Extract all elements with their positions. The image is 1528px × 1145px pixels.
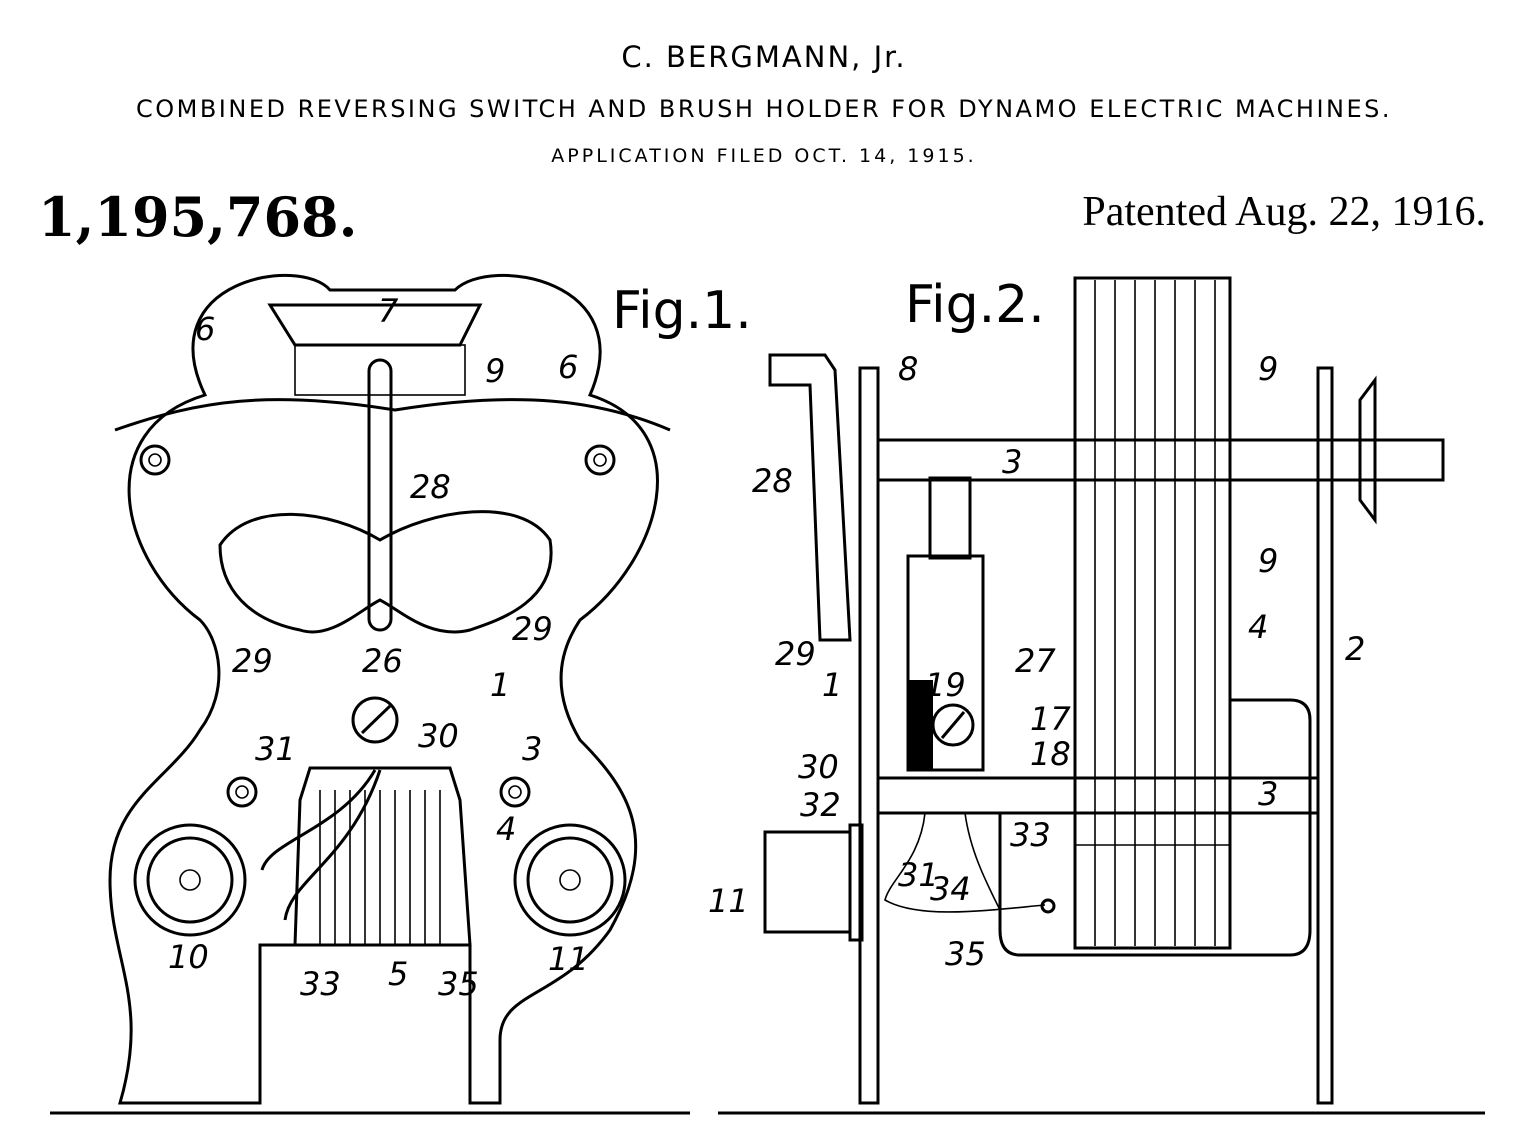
label-10: 10 — [168, 938, 209, 976]
label-27: 27 — [1015, 642, 1056, 680]
label-19: 19 — [925, 666, 966, 704]
label-8: 8 — [898, 350, 918, 388]
label-35: 35 — [945, 935, 986, 973]
label-26: 26 — [362, 642, 403, 680]
label-30: 30 — [418, 717, 459, 755]
filing-date: APPLICATION FILED OCT. 14, 1915. — [551, 145, 977, 167]
label-32: 32 — [800, 786, 841, 824]
fig2-drawing — [763, 276, 1445, 1105]
label-29: 29 — [512, 610, 553, 648]
fig1-drawing — [108, 273, 671, 1105]
label-31: 31 — [255, 730, 296, 768]
label-29: 29 — [775, 635, 816, 673]
label-4: 4 — [1248, 608, 1268, 646]
switch-handle — [768, 353, 852, 642]
label-29: 29 — [232, 642, 273, 680]
fig2-reference-labels: 8 9 3 28 9 4 2 29 27 1 19 17 30 18 32 3 … — [708, 350, 1365, 973]
label-1: 1 — [822, 666, 842, 704]
label-11: 11 — [548, 940, 589, 978]
label-6: 6 — [195, 310, 215, 348]
label-3: 3 — [1258, 775, 1278, 813]
label-18: 18 — [1030, 735, 1071, 773]
switch-lever — [367, 358, 393, 632]
patent-date: Patented Aug. 22, 1916. — [1082, 189, 1486, 235]
fig2-title: Fig.2. — [905, 275, 1045, 335]
label-17: 17 — [1030, 700, 1071, 738]
label-5: 5 — [388, 955, 408, 993]
label-9: 9 — [1258, 542, 1278, 580]
label-6: 6 — [558, 348, 578, 386]
inventor-name: C. BERGMANN, Jr. — [621, 40, 907, 74]
label-3: 3 — [1002, 443, 1022, 481]
shaft — [876, 438, 1445, 482]
label-11: 11 — [708, 882, 749, 920]
label-28: 28 — [410, 468, 451, 506]
label-1: 1 — [490, 666, 510, 704]
label-9: 9 — [485, 352, 505, 390]
patent-title: COMBINED REVERSING SWITCH AND BRUSH HOLD… — [135, 95, 1393, 123]
label-9: 9 — [1258, 350, 1278, 388]
label-33: 33 — [300, 965, 341, 1003]
label-2: 2 — [1345, 630, 1365, 668]
label-3: 3 — [522, 730, 542, 768]
label-34: 34 — [930, 870, 971, 908]
patent-number: 1,195,768. — [38, 185, 358, 249]
fig1-reference-labels: 6 7 9 6 28 29 26 29 1 30 31 3 4 10 33 5 … — [168, 292, 589, 1003]
fig1-title: Fig.1. — [612, 281, 752, 341]
label-33: 33 — [1010, 816, 1051, 854]
label-7: 7 — [378, 292, 399, 330]
label-28: 28 — [752, 462, 793, 500]
label-4: 4 — [496, 810, 516, 848]
label-31: 31 — [898, 856, 939, 894]
label-35: 35 — [438, 965, 479, 1003]
label-30: 30 — [798, 748, 839, 786]
